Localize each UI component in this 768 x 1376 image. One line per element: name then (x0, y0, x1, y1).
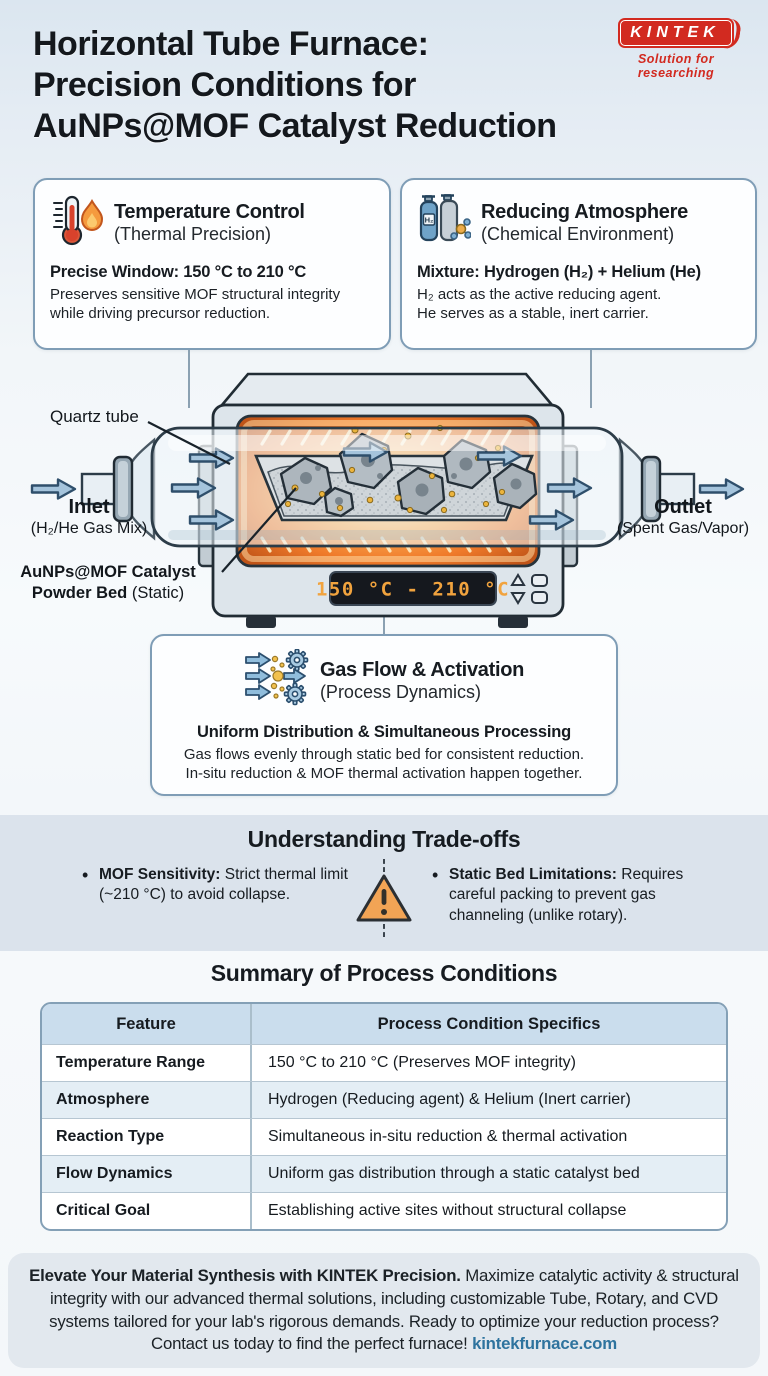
outlet-subtitle: (Spent Gas/Vapor) (616, 520, 750, 537)
furnace-illustration: 150 °C - 210 °C (30, 372, 745, 628)
tradeoff-item-mof-sensitivity: • MOF Sensitivity: Strict thermal limit … (82, 865, 354, 906)
cta-intro: Elevate Your Material Synthesis with KIN… (29, 1265, 461, 1285)
kintek-logo-box: KINTEK (618, 18, 734, 48)
gas-flow-gears-icon (244, 648, 310, 712)
connector-line-right (590, 350, 592, 408)
table-row: Temperature Range 150 °C to 210 °C (Pres… (42, 1044, 726, 1081)
atmosphere-body-line2: He serves as a stable, inert carrier. (417, 305, 649, 323)
inlet-label: Inlet (H₂/He Gas Mix) (0, 495, 178, 539)
kintek-brand-text: KINTEK (630, 24, 720, 41)
quartz-pointer-line (147, 421, 231, 465)
gasflow-highlight: Uniform Distribution & Simultaneous Proc… (196, 723, 571, 741)
gasflow-body-line2: In-situ reduction & MOF thermal activati… (185, 765, 583, 783)
table-row: Reaction Type Simultaneous in-situ reduc… (42, 1118, 726, 1155)
temperature-control-card: Temperature Control (Thermal Precision) … (33, 178, 391, 350)
row-feature: Atmosphere (42, 1082, 252, 1118)
table-row: Flow Dynamics Uniform gas distribution t… (42, 1155, 726, 1192)
inlet-title: Inlet (68, 496, 110, 518)
reducing-atmosphere-card: H₂ Reducing Atmosphere (Chemical Environ… (400, 178, 757, 350)
row-feature: Flow Dynamics (42, 1156, 252, 1192)
bullet-marker: • (82, 865, 89, 885)
column-header-specifics: Process Condition Specifics (377, 1014, 601, 1033)
temperature-card-subtitle: (Thermal Precision) (114, 223, 272, 244)
bullet-marker: • (432, 865, 439, 885)
table-row: Critical Goal Establishing active sites … (42, 1192, 726, 1229)
cta-link[interactable]: kintekfurnace.com (472, 1334, 617, 1354)
panel-buttons (510, 573, 548, 605)
page-title: Horizontal Tube Furnace: Precision Condi… (33, 24, 633, 146)
cta-body: Maximize catalytic activity & structural… (49, 1265, 739, 1354)
outlet-title: Outlet (654, 496, 712, 518)
temperature-display (329, 571, 497, 606)
catalyst-label-line1: AuNPs@MOF Catalyst (20, 563, 196, 581)
catalyst-pointer-line (221, 487, 297, 573)
tradeoff-left-text: Strict thermal limit (~210 °C) to avoid … (99, 866, 348, 904)
title-line: Horizontal Tube Furnace: (33, 25, 429, 63)
tradeoff-right-text: Requires careful packing to prevent gas … (449, 866, 684, 924)
temperature-card-title: Temperature Control (114, 200, 305, 223)
connector-line-left (188, 350, 190, 408)
catalyst-label-line2-bold: Powder Bed (31, 584, 128, 603)
table-row: Atmosphere Hydrogen (Reducing agent) & H… (42, 1081, 726, 1118)
temperature-body: Preserves sensitive MOF structural integ… (50, 286, 341, 323)
row-feature: Temperature Range (42, 1045, 252, 1081)
atmosphere-body: H₂ acts as the active reducing agent. He… (417, 285, 740, 323)
tradeoff-item-static-bed: • Static Bed Limitations: Requires caref… (432, 865, 720, 926)
row-value: 150 °C to 210 °C (Preserves MOF integrit… (268, 1054, 577, 1071)
catalyst-label-line2-normal: (Static) (131, 584, 185, 603)
temperature-highlight: Precise Window: 150 °C to 210 °C (50, 263, 307, 281)
atmosphere-highlight: Mixture: Hydrogen (H₂) + Helium (He) (417, 263, 701, 281)
summary-title: Summary of Process Conditions (210, 960, 558, 986)
kintek-logo: KINTEK Solution for researching (600, 18, 752, 80)
cta-text: Elevate Your Material Synthesis with KIN… (26, 1265, 742, 1356)
cta-banner: Elevate Your Material Synthesis with KIN… (8, 1253, 760, 1368)
warning-icon (356, 874, 412, 922)
gear-bottom (283, 682, 307, 706)
tradeoffs-section: Understanding Trade-offs • MOF Sensitivi… (0, 815, 768, 951)
furnace-foot-right (498, 616, 528, 628)
connector-line-bottom (383, 608, 385, 634)
svg-text:H₂: H₂ (425, 216, 434, 225)
quartz-tube-label: Quartz tube (50, 407, 139, 426)
gas-flow-card: Gas Flow & Activation (Process Dynamics)… (150, 634, 618, 796)
dashed-line-top (383, 859, 385, 872)
row-feature: Critical Goal (42, 1193, 252, 1229)
row-value: Establishing active sites without struct… (268, 1202, 627, 1219)
row-value: Hydrogen (Reducing agent) & Helium (Iner… (268, 1091, 631, 1108)
atmosphere-card-subtitle: (Chemical Environment) (481, 223, 675, 244)
row-value: Uniform gas distribution through a stati… (268, 1165, 640, 1182)
gasflow-card-title: Gas Flow & Activation (319, 658, 525, 681)
furnace-foot-left (246, 616, 276, 628)
row-value: Simultaneous in-situ reduction & thermal… (268, 1128, 628, 1145)
furnace-diagram: 150 °C - 210 °C Quartz tube Inlet (H₂/He… (0, 350, 768, 634)
process-conditions-table: Feature Process Condition Specifics Temp… (40, 1002, 728, 1231)
dashed-line-bottom (383, 924, 385, 937)
furnace-top-face (219, 372, 555, 407)
thermometer-flame-icon (50, 193, 104, 252)
tradeoffs-title: Understanding Trade-offs (247, 826, 521, 852)
tradeoff-left-label: MOF Sensitivity: (99, 866, 221, 883)
column-header-feature: Feature (42, 1004, 252, 1044)
gasflow-body: Gas flows evenly through static bed for … (167, 745, 601, 783)
catalyst-bed-label: AuNPs@MOF Catalyst Powder Bed (Static) (2, 562, 214, 605)
row-feature: Reaction Type (42, 1119, 252, 1155)
temperature-display-value: 150 °C - 210 °C (316, 579, 510, 601)
tradeoff-right-label: Static Bed Limitations: (449, 866, 617, 883)
gasflow-card-subtitle: (Process Dynamics) (319, 681, 481, 702)
gear-top (285, 648, 309, 672)
title-line: AuNPs@MOF Catalyst Reduction (33, 106, 557, 145)
atmosphere-card-title: Reducing Atmosphere (481, 200, 688, 223)
warning-divider (352, 859, 416, 937)
outlet-label: Outlet (Spent Gas/Vapor) (598, 495, 768, 539)
title-line: Precision Conditions for (33, 65, 416, 104)
kintek-tagline: Solution for researching (637, 52, 715, 80)
gasflow-body-line1: Gas flows evenly through static bed for … (183, 746, 585, 763)
inlet-subtitle: (H₂/He Gas Mix) (30, 520, 148, 537)
gas-cylinders-icon: H₂ (417, 193, 472, 252)
atmosphere-body-line1: H₂ acts as the active reducing agent. (417, 286, 662, 303)
table-header-row: Feature Process Condition Specifics (42, 1004, 726, 1044)
